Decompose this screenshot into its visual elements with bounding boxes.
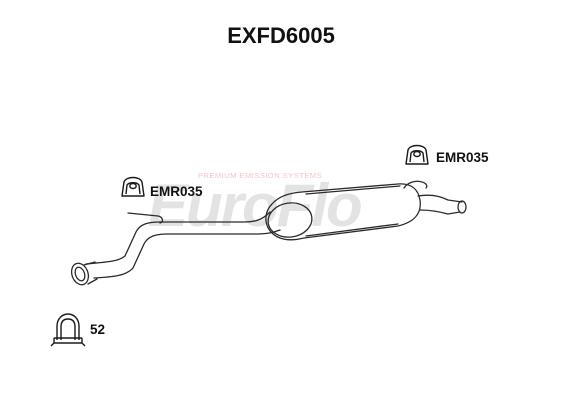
- tailpipe-lower: [419, 209, 461, 215]
- u-bolt-clamp-icon: [50, 313, 86, 347]
- part-number-title: EXFD6005: [227, 23, 335, 48]
- tailpipe-outlet: [457, 200, 467, 214]
- callout-label: 52: [90, 322, 105, 337]
- callout-rubber-mount-right: EMR035: [405, 144, 489, 165]
- callout-exhaust-clamp: 52: [50, 313, 105, 347]
- callout-rubber-mount-left: EMR035: [121, 176, 203, 199]
- rubber-hanger-icon: [405, 144, 429, 165]
- tailpipe-upper: [417, 194, 463, 203]
- inlet-pipe-lower-wall: [93, 229, 281, 279]
- inlet-pipe-end-inner: [74, 266, 86, 282]
- silencer-body: [265, 183, 421, 241]
- rubber-hanger-icon: [121, 176, 145, 197]
- callout-label: EMR035: [150, 184, 203, 199]
- hanger-rod-left: [127, 212, 164, 224]
- silencer-end-cap: [267, 202, 313, 238]
- silencer-seam-top: [305, 185, 401, 195]
- inlet-pipe-upper-wall: [85, 211, 271, 265]
- inlet-pipe-end: [70, 262, 90, 286]
- watermark-logo-text: EuroFlo: [148, 172, 361, 239]
- exhaust-silencer-drawing: [70, 180, 467, 286]
- brand-watermark: PREMIUM EMISSION SYSTEMS EuroFlo: [148, 171, 363, 239]
- hanger-rod-right: [403, 180, 428, 189]
- watermark-tagline: PREMIUM EMISSION SYSTEMS: [198, 171, 322, 180]
- callout-label: EMR035: [436, 150, 489, 165]
- inlet-flare-cut: [83, 261, 98, 285]
- silencer-seam-bottom: [305, 223, 399, 237]
